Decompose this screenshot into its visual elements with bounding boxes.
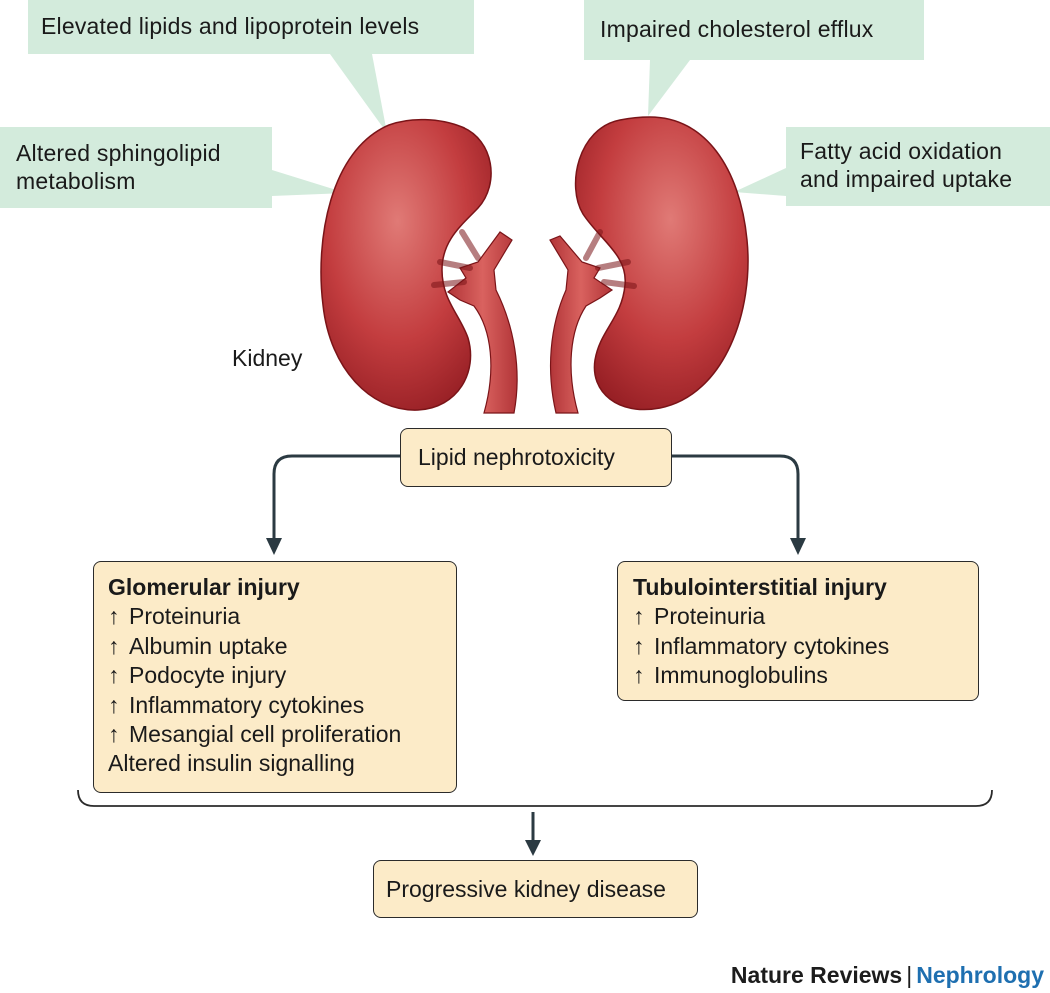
callout-sphingolipid-line1: Altered sphingolipid: [16, 140, 221, 166]
callout-sphingolipid-line2: metabolism: [16, 168, 136, 194]
right-connector-arrow: [672, 454, 800, 540]
credit-separator: |: [906, 962, 913, 988]
callout-cholesterol-efflux-text: Impaired cholesterol efflux: [600, 16, 874, 42]
publisher-name: Nature Reviews: [730, 962, 903, 988]
lipid-nephrotoxicity-box: Lipid nephrotoxicity: [400, 428, 672, 487]
outcome-arrowhead: [525, 840, 541, 856]
glomerular-item: ↑Albumin uptake: [108, 632, 456, 661]
left-connector-arrow: [272, 454, 400, 540]
up-arrow-icon: ↑: [633, 662, 645, 689]
callout-fatty-acid-line2: and impaired uptake: [800, 166, 1013, 192]
right-kidney-illustration: [549, 116, 749, 414]
journal-name: Nephrology: [916, 962, 1044, 988]
up-arrow-icon: ↑: [633, 603, 645, 630]
progressive-kidney-disease-box: Progressive kidney disease: [373, 860, 698, 918]
glomerular-item: ↑Mesangial cell proliferation: [108, 720, 456, 749]
callout-fatty-acid: Fatty acid oxidation and impaired uptake: [786, 127, 1050, 206]
tubulo-item: ↑Proteinuria: [633, 602, 978, 631]
up-arrow-icon: ↑: [108, 691, 120, 718]
journal-credit: Nature Reviews|Nephrology: [731, 962, 1044, 989]
callout-pointer-efflux: [648, 60, 690, 116]
up-arrow-icon: ↑: [633, 632, 645, 659]
progressive-kidney-disease-label: Progressive kidney disease: [386, 876, 666, 902]
up-arrow-icon: ↑: [108, 662, 120, 689]
lipid-nephrotoxicity-label: Lipid nephrotoxicity: [418, 444, 615, 470]
left-arrowhead: [266, 538, 282, 555]
tubulointerstitial-injury-title: Tubulointerstitial injury: [633, 574, 887, 600]
tubulo-item: ↑Immunoglobulins: [633, 661, 978, 690]
left-kidney-illustration: [320, 118, 518, 414]
callout-pointer-fatty-acid: [734, 168, 786, 196]
tubulo-item: ↑Inflammatory cytokines: [633, 632, 978, 661]
up-arrow-icon: ↑: [108, 603, 120, 630]
summary-bracket: [77, 789, 993, 807]
glomerular-injury-title: Glomerular injury: [108, 574, 300, 600]
up-arrow-icon: ↑: [108, 721, 120, 748]
callout-pointer-sphingolipid: [272, 170, 346, 196]
tubulointerstitial-injury-box: Tubulointerstitial injury ↑Proteinuria ↑…: [617, 561, 979, 701]
right-arrowhead: [790, 538, 806, 555]
glomerular-item: ↑Inflammatory cytokines: [108, 691, 456, 720]
callout-sphingolipid: Altered sphingolipid metabolism: [0, 127, 272, 208]
glomerular-injury-box: Glomerular injury ↑Proteinuria ↑Albumin …: [93, 561, 457, 793]
callout-elevated-lipids: Elevated lipids and lipoprotein levels: [28, 0, 474, 54]
callout-fatty-acid-line1: Fatty acid oxidation: [800, 138, 1003, 164]
glomerular-item: Altered insulin signalling: [108, 750, 355, 777]
glomerular-item: ↑Podocyte injury: [108, 661, 456, 690]
callout-elevated-lipids-text: Elevated lipids and lipoprotein levels: [41, 13, 420, 39]
up-arrow-icon: ↑: [108, 632, 120, 659]
callout-cholesterol-efflux: Impaired cholesterol efflux: [584, 0, 924, 60]
glomerular-item: ↑Proteinuria: [108, 602, 456, 631]
kidney-label: Kidney: [232, 345, 303, 371]
callout-pointer-elevated: [330, 54, 387, 133]
